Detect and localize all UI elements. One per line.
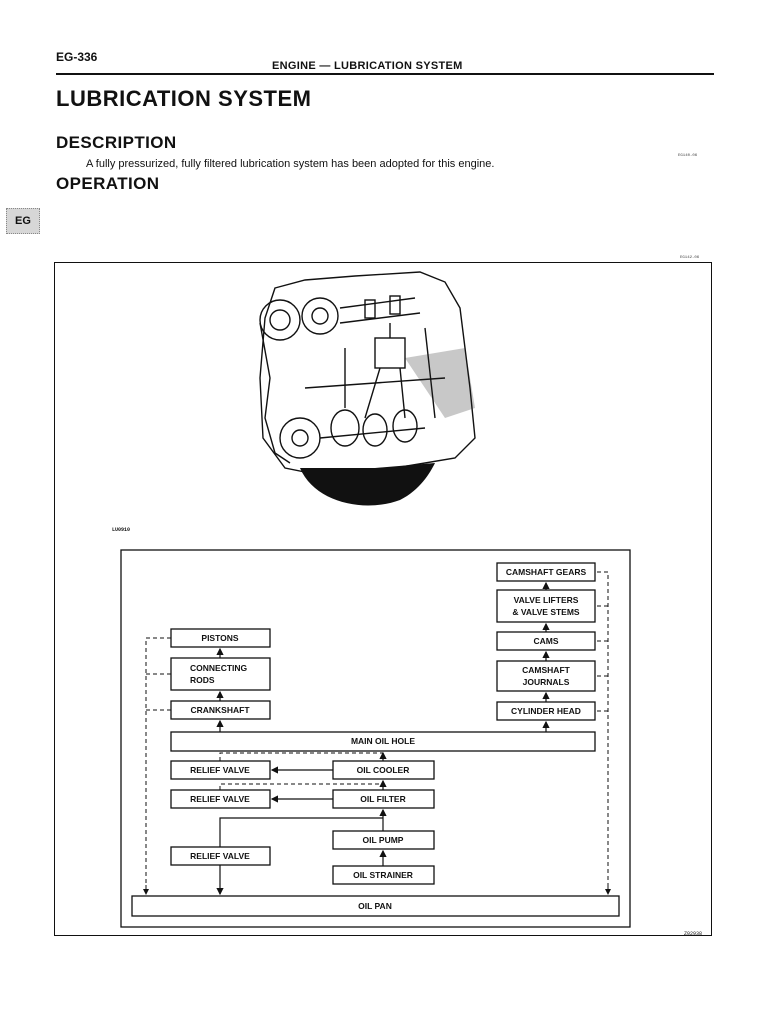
box-camshaft-journals [496,660,596,692]
description-text: A fully pressurized, fully filtered lubr… [86,158,495,170]
label-connecting-rods-1: CONNECTING [190,663,248,673]
label-relief-valve-2: RELIEF VALVE [190,794,250,804]
illustration-code: LU0910 [112,527,131,533]
label-crankshaft: CRANKSHAFT [190,705,250,715]
label-camshaft-gears: CAMSHAFT GEARS [506,567,587,577]
label-camshaft-journals-2: JOURNALS [523,677,570,687]
operation-code: EG142-06 [680,256,700,260]
label-connecting-rods-2: RODS [190,675,215,685]
figure-frame [54,262,712,936]
label-valve-lifters-2: & VALVE STEMS [512,607,580,617]
box-oil-pan [131,895,620,917]
label-pistons: PISTONS [201,633,238,643]
page-number: EG-336 [56,50,98,64]
figure-code: Z02938 [684,931,703,937]
description-code: EG140-06 [678,154,698,158]
box-main-oil-hole [170,731,596,752]
label-oil-cooler: OIL COOLER [357,765,410,775]
label-main-oil-hole: MAIN OIL HOLE [351,736,415,746]
box-connecting-rods [170,657,271,691]
header-rule [56,73,714,75]
description-heading: DESCRIPTION [56,133,177,152]
label-relief-valve-3: RELIEF VALVE [190,851,250,861]
page-title: LUBRICATION SYSTEM [56,86,312,111]
section-tab: EG [6,208,40,234]
label-oil-pump: OIL PUMP [363,835,404,845]
label-cams: CAMS [533,636,558,646]
operation-heading: OPERATION [56,174,160,193]
label-cylinder-head: CYLINDER HEAD [511,706,581,716]
chapter-title: ENGINE — LUBRICATION SYSTEM [272,60,463,72]
label-oil-pan: OIL PAN [358,901,392,911]
box-valve-lifters [496,589,596,623]
label-camshaft-journals-1: CAMSHAFT [522,665,570,675]
box-camshaft-gears [496,562,596,582]
label-valve-lifters-1: VALVE LIFTERS [514,595,579,605]
label-oil-strainer: OIL STRAINER [353,870,413,880]
label-relief-valve-1: RELIEF VALVE [190,765,250,775]
engine-cutaway-illustration [259,271,476,506]
label-oil-filter: OIL FILTER [360,794,406,804]
